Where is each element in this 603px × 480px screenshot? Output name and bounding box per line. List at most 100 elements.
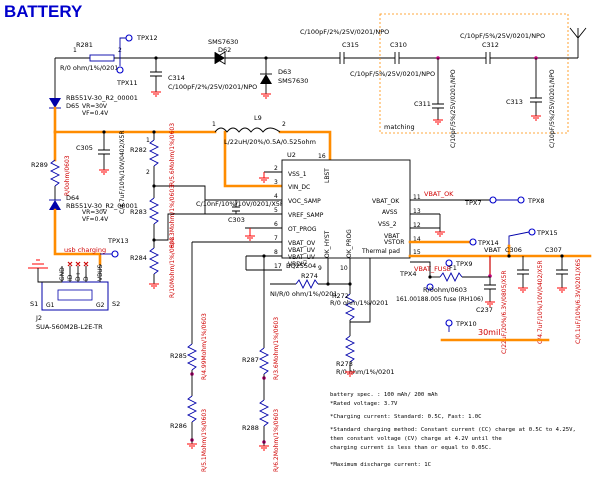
ic-pin-lbst: LBST [324, 168, 331, 183]
usb-pin-id: ID [67, 274, 74, 281]
r285-value: R/4.99Mohm/1%/0603 [201, 313, 208, 380]
svg-text:*Maximum discharge current: 1C: *Maximum discharge current: 1C [330, 462, 431, 468]
ic-right-pins: VBAT_OK AVSS VSS_2 VBAT VSTOR Thermal pa… [361, 194, 421, 255]
ic-pin-16: 16 [318, 153, 326, 160]
c313-value: C/10pF/5%/25V/0201/NPO [549, 69, 556, 148]
svg-text:1: 1 [212, 121, 216, 128]
ic-pin-vrdiv-text: VRDIV [288, 261, 308, 268]
tpx11-label: TPX11 [116, 79, 138, 87]
resistor-r273 [344, 335, 356, 363]
resistor-r283 [148, 197, 160, 225]
svg-text:*Charging current: Standard: 0: *Charging current: Standard: 0.5C, Fast:… [330, 414, 482, 420]
r284-value: R/10Mohm/1%/0603 [169, 237, 176, 298]
r281-designator: R281 [76, 41, 93, 49]
usb-g2: G2 [96, 302, 105, 309]
l9-value: L/22uH/20%/0.5A/0.525ohm [224, 138, 316, 146]
r283-value: R/4.3Mohm/1%/0603 [169, 185, 176, 248]
r286-value: R/5.1Mohm/1%/0603 [201, 409, 208, 472]
svg-text:charging current is less than: charging current is less than or equal t… [330, 445, 492, 451]
svg-text:*Standard charging method: Con: *Standard charging method: Constant curr… [330, 427, 576, 433]
c311-designator: C311 [414, 100, 431, 108]
resistor-r281 [89, 54, 115, 62]
r287-designator: R287 [242, 356, 259, 364]
d65-part: RB551V-30_R2_00001 [66, 94, 138, 102]
j2-designator: J2 [35, 314, 42, 322]
resistor-r274 [295, 278, 319, 290]
tpx12-label: TPX12 [136, 34, 158, 42]
capacitor-c312 [485, 52, 491, 64]
diode-d63 [260, 74, 272, 84]
r274-value: NI/R/0 ohm/1%/0201 [270, 290, 338, 298]
vbat-ok-net: VBAT_OK [424, 190, 454, 198]
svg-text:14: 14 [413, 236, 421, 243]
capacitor-c306 [517, 256, 529, 288]
svg-text:4: 4 [274, 193, 278, 200]
f1-value: R/0ohm/0603 [423, 286, 467, 294]
vbat-net: VBAT [484, 246, 501, 254]
c237-designator: C237 [476, 306, 493, 314]
r287-value: R/3.6Mohm/1%/0603 [273, 317, 280, 380]
resistor-r288 [258, 399, 270, 427]
usb-g1: G1 [46, 302, 55, 309]
svg-text:2: 2 [282, 121, 286, 128]
svg-text:VIN_DC: VIN_DC [288, 184, 310, 191]
capacitor-c311 [432, 58, 444, 120]
r289-designator: R289 [31, 161, 48, 169]
wire-vref-samp [153, 213, 282, 241]
d65-vr: VR=30V [82, 103, 108, 110]
svg-text:Thermal pad: Thermal pad [361, 248, 400, 255]
svg-text:VBAT_UV: VBAT_UV [288, 254, 316, 261]
svg-text:battery spec. : 100 mAh/ 200 m: battery spec. : 100 mAh/ 200 mAh [330, 392, 438, 398]
d64-part: RB551V-30_R2_00001 [66, 202, 138, 210]
d65-vf: VF=0.4V [82, 110, 109, 117]
c313-designator: C313 [506, 98, 523, 106]
r274-designator: R274 [301, 272, 318, 280]
c310-value: C/10pF/5%/25V/0201/NPO [350, 70, 435, 78]
r282-value: R/5.6Mohm/1%/0603 [169, 123, 176, 186]
d63-designator: D63 [278, 68, 291, 76]
c306-designator: C306 [505, 246, 522, 254]
capacitor-c305 [98, 132, 110, 170]
r283-designator: R283 [130, 208, 147, 216]
tpx13-label: TPX13 [107, 237, 129, 245]
l9-designator: L9 [254, 114, 262, 122]
j2-part: SUA-560M2B-L2E-TR [36, 323, 103, 331]
svg-text:OT_PROG: OT_PROG [288, 226, 317, 233]
svg-text:11: 11 [413, 194, 421, 201]
test-point-tpx14 [469, 238, 477, 246]
test-point-tpx10 [445, 319, 453, 327]
test-point-tpx13 [111, 250, 119, 258]
svg-text:VSS_1: VSS_1 [288, 171, 307, 178]
wire-voc-samp [153, 166, 282, 201]
gnd-usb-icon [28, 259, 48, 269]
r273-designator: R273 [336, 360, 353, 368]
capacitor-c307 [556, 256, 568, 288]
svg-text:5: 5 [274, 207, 278, 214]
test-point-tpx7 [489, 196, 497, 204]
usb-nc-marks [67, 261, 89, 267]
test-point-tpx8 [517, 196, 525, 204]
capacitor-c310 [394, 52, 400, 64]
resistor-r289 [49, 159, 61, 187]
usb-pin-wires [61, 264, 101, 282]
ic-pin-vstor-text: VSTOR [384, 239, 404, 246]
tpx7-label: TPX7 [464, 199, 481, 207]
battery-spec-notes: battery spec. : 100 mAh/ 200 mAh *Rated … [330, 392, 576, 468]
c311-value: C/10pF/5%/25V/0201/NPO [450, 69, 457, 148]
svg-text:VBAT_OK: VBAT_OK [372, 198, 400, 205]
c307-designator: C307 [545, 246, 562, 254]
usb-pin-gnd: GND [59, 267, 66, 281]
d62-designator: D62 [218, 46, 231, 54]
tpx9-label: TPX9 [455, 260, 472, 268]
c315-designator: C315 [342, 41, 359, 49]
usb-pin-dplus: D+ [75, 271, 82, 281]
svg-text:13: 13 [413, 208, 421, 215]
svg-text:2: 2 [274, 165, 278, 172]
ic-pin-ok-prog: OK_PROG [346, 229, 353, 258]
svg-text:VBAT_OV: VBAT_OV [288, 240, 316, 247]
svg-text:2: 2 [146, 169, 150, 176]
ic-left-pins: VSS_1 VIN_DC VOC_SAMP VREF_SAMP OT_PROG … [274, 165, 324, 261]
diode-d64 [49, 200, 61, 210]
